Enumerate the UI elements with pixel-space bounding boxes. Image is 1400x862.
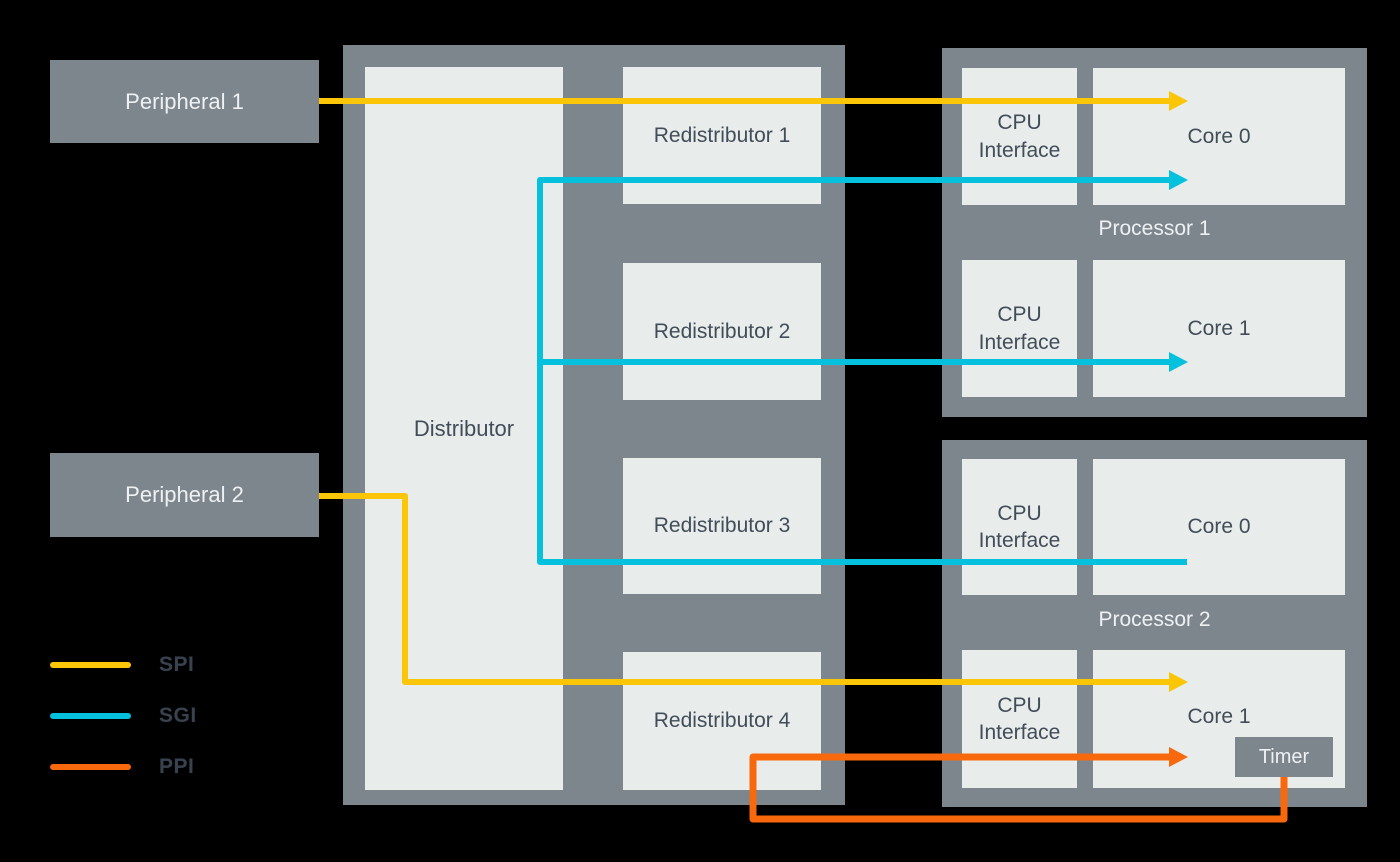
legend-label-sgi: SGI: [159, 704, 197, 727]
distributor-label: Distributor: [413, 415, 515, 441]
legend-label-spi: SPI: [159, 653, 195, 676]
redistributor-3-label: Redistributor 3: [653, 514, 791, 537]
processor-2-core-0-box: Core 0: [1093, 459, 1345, 595]
cpu-interface-label: CPU Interface: [978, 693, 1061, 744]
processor-1-cpu-interface-1-box: CPU Interface: [962, 260, 1077, 397]
legend-item-spi: SPI: [50, 650, 194, 680]
redistributor-3-box: Redistributor 3: [623, 458, 821, 594]
timer-label: Timer: [1258, 745, 1310, 768]
peripheral-2-box: Peripheral 2: [50, 453, 319, 537]
processor-2-label: Processor 2: [1098, 608, 1211, 631]
processor-2-cpu-interface-0-box: CPU Interface: [962, 459, 1077, 595]
redistributor-2-label: Redistributor 2: [653, 319, 791, 343]
processor-1-core-1-box: Core 1: [1093, 260, 1345, 397]
distributor-box: Distributor: [365, 67, 563, 790]
peripheral-1-label: Peripheral 1: [125, 88, 244, 114]
core-label: Core 0: [1187, 124, 1251, 148]
core-label: Core 0: [1187, 515, 1251, 538]
redistributor-4-box: Redistributor 4: [623, 652, 821, 790]
cpu-interface-label: CPU Interface: [978, 111, 1061, 162]
legend-item-ppi: PPI: [50, 752, 194, 782]
redistributor-4-label: Redistributor 4: [653, 709, 791, 732]
legend-item-sgi: SGI: [50, 701, 197, 731]
peripheral-2-label: Peripheral 2: [125, 482, 244, 507]
redistributor-2-box: Redistributor 2: [623, 263, 821, 400]
peripheral-1-box: Peripheral 1: [50, 60, 319, 143]
processor-2-cpu-interface-1-box: CPU Interface: [962, 650, 1077, 788]
cpu-interface-label: CPU Interface: [978, 303, 1061, 354]
processor-1-core-0-box: Core 0: [1093, 68, 1345, 205]
core-label: Core 1: [1187, 705, 1251, 728]
sgi-swatch-icon: [50, 713, 131, 719]
redistributor-1-box: Redistributor 1: [623, 67, 821, 204]
spi-swatch-icon: [50, 662, 131, 668]
redistributor-1-label: Redistributor 1: [653, 123, 791, 147]
timer-box: Timer: [1235, 737, 1333, 777]
processor-1-label: Processor 1: [1098, 217, 1211, 240]
cpu-interface-label: CPU Interface: [978, 501, 1061, 552]
core-label: Core 1: [1187, 316, 1251, 340]
legend-label-ppi: PPI: [159, 755, 195, 778]
processor-1-cpu-interface-0-box: CPU Interface: [962, 68, 1077, 205]
ppi-swatch-icon: [50, 764, 131, 770]
